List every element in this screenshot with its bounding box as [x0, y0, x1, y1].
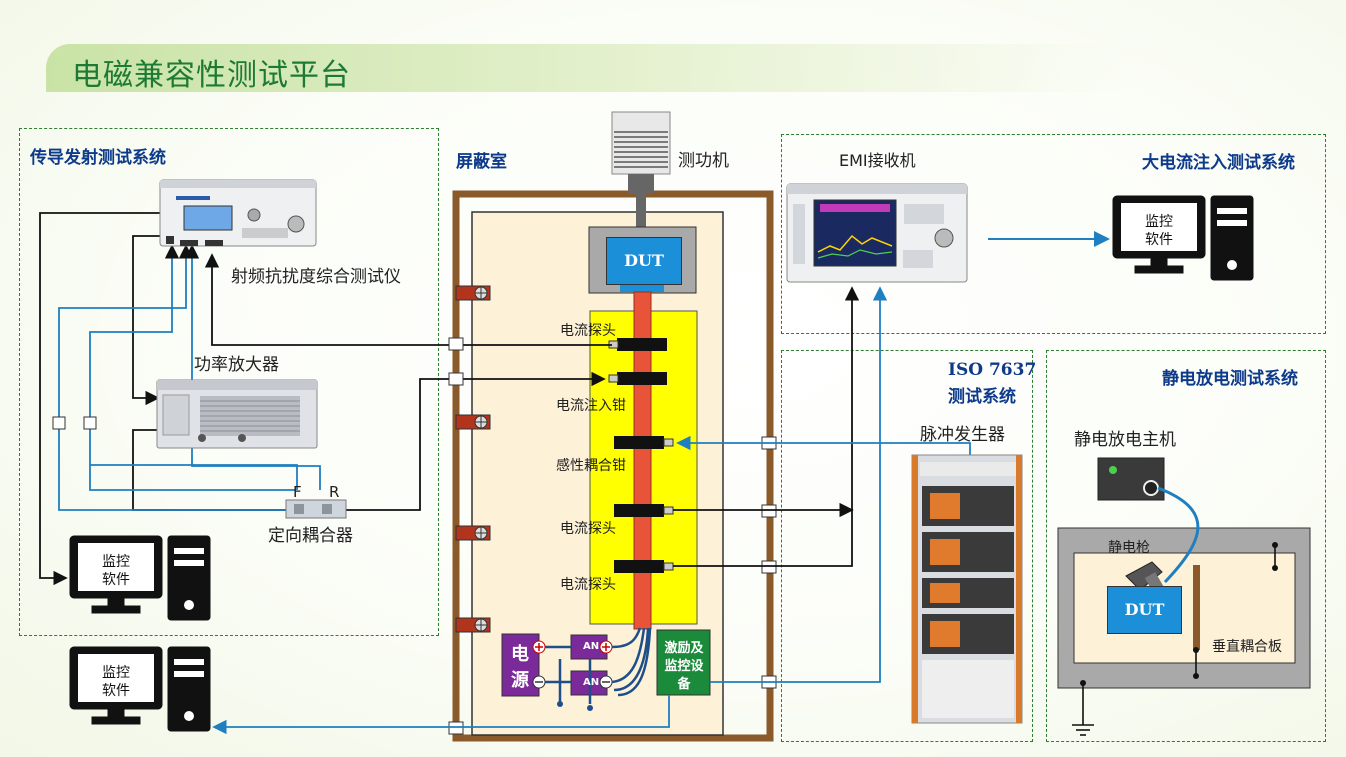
probe-label-4: 电流探头 [560, 521, 616, 537]
monitor-pc-icon [69, 646, 211, 732]
stimulus-label-2: 监控设 [664, 659, 704, 674]
wall-filter [455, 414, 491, 430]
pulse-generator-rack [911, 454, 1023, 724]
stimulus-label-3: 备 [677, 677, 691, 692]
conducted-system-label: 传导发射测试系统 [30, 148, 166, 168]
power-source-label-1: 电 [511, 644, 529, 665]
monitor-text-2b: 软件 [102, 683, 130, 699]
probe-clamp [608, 372, 667, 385]
stimulus-monitor-block [656, 629, 711, 696]
monitor-text-1a: 监控 [102, 554, 130, 570]
iso-system-label-1: ISO 7637 [948, 360, 1037, 380]
stimulus-label-1: 激励及 [664, 641, 704, 656]
shield-room-label: 屏蔽室 [456, 152, 507, 172]
esd-gun-label: 静电枪 [1108, 540, 1150, 556]
directional-coupler [285, 499, 347, 519]
title-banner [46, 44, 1126, 92]
vcp-label: 垂直耦合板 [1212, 639, 1282, 655]
vertical-coupling-plane [1193, 565, 1200, 650]
pulse-gen-label: 脉冲发生器 [920, 425, 1005, 445]
wall-filter [455, 617, 491, 633]
wall-filter [455, 285, 491, 301]
dyno-label: 测功机 [678, 151, 729, 171]
dir-coupler-label: 定向耦合器 [268, 526, 353, 546]
dut-chamber: DUT [606, 237, 682, 285]
monitor-text-3b: 软件 [1145, 232, 1173, 248]
iso-system-box [781, 350, 1033, 742]
coupler-r-label: R [329, 483, 340, 501]
monitor-pc-icon [69, 535, 211, 621]
probe-label-2: 电流注入钳 [556, 398, 626, 414]
wall-filter [455, 525, 491, 541]
iso-system-label-2: 测试系统 [948, 387, 1016, 407]
shield-room-wall [452, 190, 774, 742]
rf-immunity-tester [159, 179, 317, 247]
coupler-f-label: F [293, 483, 302, 501]
probe-label-3: 感性耦合钳 [556, 458, 626, 474]
conducted-system-box [19, 128, 439, 636]
monitor-pc-icon [1112, 195, 1254, 281]
probe-clamp [614, 436, 674, 449]
ground-symbol-icon [1072, 724, 1094, 736]
an-label-1: AN [583, 641, 600, 652]
esd-host [1097, 457, 1165, 501]
bci-system-label: 大电流注入测试系统 [1142, 153, 1295, 173]
minus-terminal [532, 675, 546, 689]
probe-label-1: 电流探头 [560, 323, 616, 339]
plus-terminal [532, 640, 546, 654]
power-source-block [501, 633, 540, 697]
probe-label-5: 电流探头 [560, 577, 616, 593]
power-amp-label: 功率放大器 [194, 355, 279, 375]
an-label-2: AN [583, 677, 600, 688]
emi-receiver [786, 183, 968, 283]
esd-host-label: 静电放电主机 [1074, 430, 1176, 450]
esd-system-box [1046, 350, 1326, 742]
power-source-label-2: 源 [511, 670, 529, 691]
dut-esd: DUT [1107, 586, 1182, 634]
page-title: 电磁兼容性测试平台 [72, 58, 351, 93]
power-amplifier [156, 379, 318, 449]
esd-system-label: 静电放电测试系统 [1162, 369, 1298, 389]
bci-system-box [781, 134, 1326, 334]
probe-clamp [608, 338, 667, 351]
minus-terminal [599, 675, 613, 689]
monitor-text-3a: 监控 [1145, 214, 1173, 230]
monitor-text-1b: 软件 [102, 572, 130, 588]
rf-tester-label: 射频抗扰度综合测试仪 [231, 267, 401, 287]
monitor-text-2a: 监控 [102, 665, 130, 681]
dynamometer-icon [611, 111, 671, 234]
emi-receiver-label: EMI接收机 [839, 151, 916, 170]
plus-terminal [599, 640, 613, 654]
